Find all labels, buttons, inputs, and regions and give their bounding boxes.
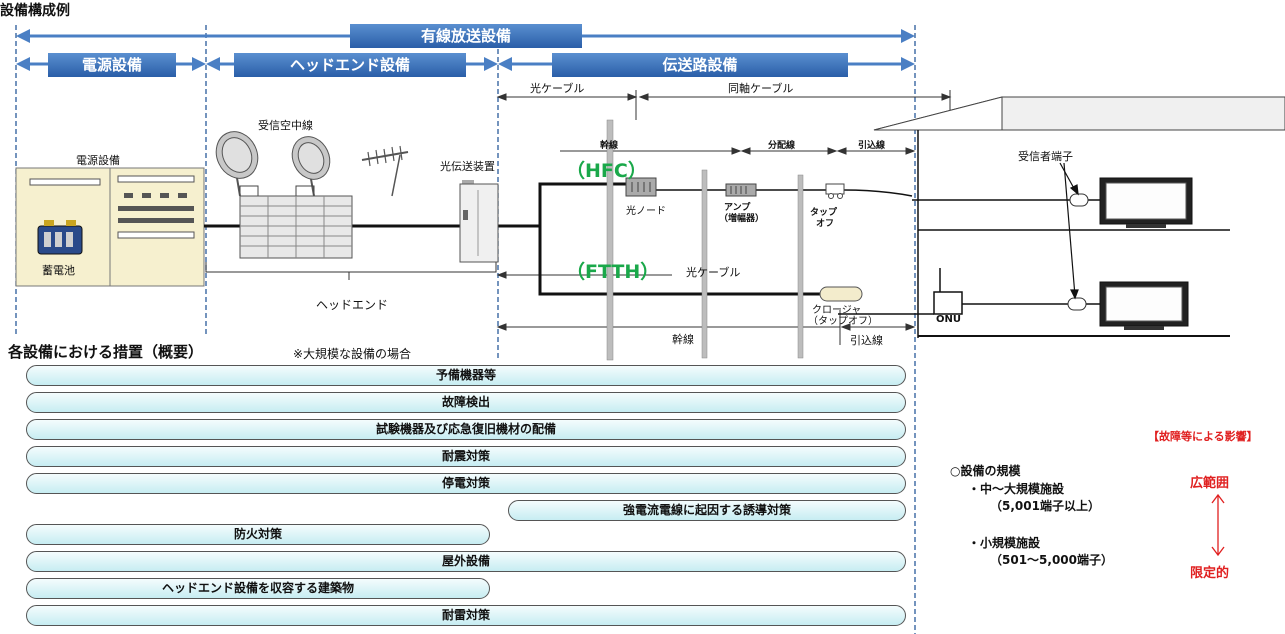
headend-bar — [206, 53, 498, 77]
headend-rack — [239, 195, 353, 259]
measure-spare-equipment: 予備機器等 — [26, 365, 906, 386]
onu-label: ONU — [936, 314, 961, 325]
impact-limited: 限定的 — [1190, 566, 1230, 581]
ftth-optical-cable-label: 光ケーブル — [686, 266, 741, 279]
scale-small-detail: （501～5,000端子） — [990, 553, 1114, 567]
optical-transmitter-label: 光伝送装置 — [440, 160, 495, 173]
coax-cable-label: 同軸ケーブル — [728, 82, 794, 95]
optical-cable-label: 光ケーブル — [530, 82, 585, 95]
measures-note: ※大規模な設備の場合 — [293, 347, 412, 361]
house — [873, 96, 1285, 338]
scale-heading: ○設備の規模 — [950, 464, 1021, 478]
battery-label: 蓄電池 — [42, 264, 75, 277]
power-label: 電源設備 — [81, 56, 142, 74]
antenna-label: 受信空中線 — [258, 119, 313, 132]
impact-heading: 【故障等による影響】 — [1148, 430, 1258, 443]
power-equipment-label: 電源設備 — [76, 154, 120, 167]
drop-bottom-label: 引込線 — [850, 334, 883, 347]
power-cabinet — [15, 167, 205, 287]
drop-label: 引込線 — [858, 141, 886, 151]
utility-poles — [606, 119, 804, 361]
measure-outdoor: 屋外設備 — [26, 551, 906, 572]
overall-bar — [16, 24, 915, 48]
tap-off-label-1: タップ — [810, 208, 838, 218]
satellite-dishes — [215, 131, 409, 197]
receiver-terminal-label: 受信者端子 — [1018, 150, 1073, 163]
trunk-label: 幹線 — [600, 141, 619, 151]
tv-sets — [1099, 177, 1193, 330]
scale-small: ・小規模施設 — [968, 536, 1041, 550]
headend-label-bottom: ヘッドエンド — [316, 298, 389, 312]
overall-label: 有線放送設備 — [420, 27, 511, 45]
hfc-label: （HFC） — [566, 160, 647, 182]
measure-fault-detection: 故障検出 — [26, 392, 906, 413]
closure-label-2: （タップオフ） — [808, 316, 878, 327]
measure-earthquake: 耐震対策 — [26, 446, 906, 467]
power-bar — [16, 53, 206, 77]
optical-transmitter — [459, 180, 499, 263]
impact-wide: 広範囲 — [1190, 476, 1230, 491]
closure-label-1: クロージャ — [812, 305, 862, 316]
amp-label: アンプ — [724, 203, 751, 213]
measures-heading: 各設備における措置（概要） — [8, 343, 204, 361]
page-title: 設備構成例 — [0, 3, 70, 19]
amp-sub-label: （増幅器） — [719, 214, 765, 224]
distribution-label: 分配線 — [768, 141, 796, 151]
measure-induction: 強電流電線に起因する誘導対策 — [508, 500, 906, 521]
tap-off-label-2: オフ — [816, 219, 835, 229]
measure-lightning: 耐雷対策 — [26, 605, 906, 626]
ftth-label: （FTTH） — [566, 261, 660, 283]
impact-arrow — [1211, 493, 1225, 557]
measure-power-outage: 停電対策 — [26, 473, 906, 494]
trunk-bottom-label: 幹線 — [672, 333, 694, 346]
scale-large-detail: （5,001端子以上） — [990, 499, 1100, 513]
transmission-bar — [498, 53, 915, 77]
measure-fire: 防火対策 — [26, 524, 490, 545]
headend-label: ヘッドエンド設備 — [289, 56, 410, 74]
measure-test-equipment: 試験機器及び応急復旧機材の配備 — [26, 419, 906, 440]
scale-large: ・中～大規模施設 — [968, 482, 1065, 496]
measure-building: ヘッドエンド設備を収容する建築物 — [26, 578, 490, 599]
transmission-label: 伝送路設備 — [662, 56, 738, 74]
optical-node-label: 光ノード — [626, 206, 666, 217]
